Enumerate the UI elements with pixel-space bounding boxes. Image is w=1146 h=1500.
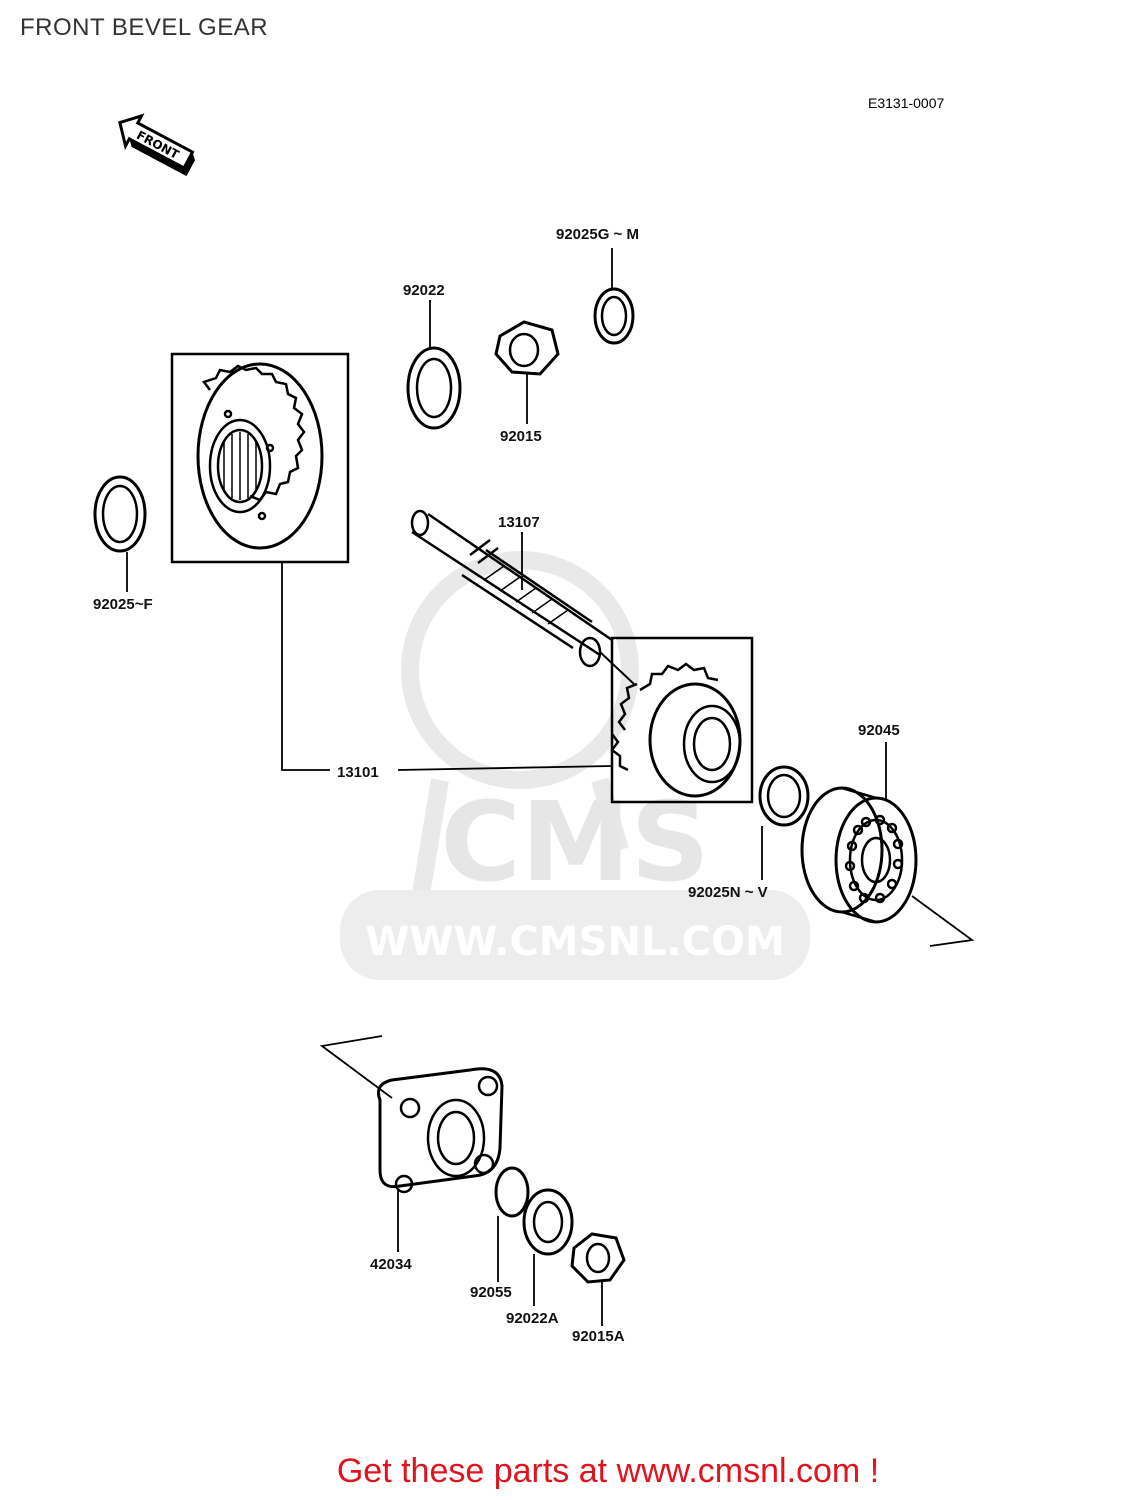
flange-drawing	[377, 1067, 504, 1194]
part-label-92045[interactable]: 92045	[858, 722, 900, 739]
washer-92025f-drawing	[93, 475, 147, 553]
pinion-box-frame	[610, 636, 754, 804]
footer-cta-link[interactable]: Get these parts at www.cmsnl.com !	[0, 1452, 1146, 1491]
leader-lines	[126, 248, 975, 1326]
pinion-gear-drawing	[599, 651, 742, 798]
washer-92022a-drawing	[522, 1188, 574, 1256]
shim-92025n-drawing	[758, 765, 810, 827]
part-label-92025n-v[interactable]: 92025N ~ V	[688, 884, 768, 901]
part-label-13107[interactable]: 13107	[498, 514, 540, 531]
front-arrow-icon: FRONT	[118, 113, 195, 177]
part-label-42034[interactable]: 42034	[370, 1256, 412, 1273]
part-label-92025g-m[interactable]: 92025G ~ M	[556, 226, 639, 243]
ring-gear-drawing	[196, 362, 324, 550]
nut-92015a-drawing	[570, 1232, 626, 1284]
part-label-92025f[interactable]: 92025~F	[93, 596, 153, 613]
watermark-brand: CMS	[440, 778, 709, 906]
washer-92022-drawing	[406, 346, 462, 430]
part-label-92022[interactable]: 92022	[403, 282, 445, 299]
part-label-13101[interactable]: 13101	[337, 764, 379, 781]
gear-box-frame	[170, 352, 350, 564]
part-label-92015[interactable]: 92015	[500, 428, 542, 445]
part-label-92015a[interactable]: 92015A	[572, 1328, 625, 1345]
bearing-drawing	[800, 786, 918, 924]
part-label-92022a[interactable]: 92022A	[506, 1310, 559, 1327]
cms-watermark: CMS WWW.CMSNL.COM	[340, 551, 810, 980]
page-title: FRONT BEVEL GEAR	[20, 14, 269, 41]
washer-92025g-drawing	[593, 287, 635, 345]
watermark-url: WWW.CMSNL.COM	[365, 919, 785, 965]
nut-92015-drawing	[494, 320, 560, 376]
shaft-drawing	[410, 509, 613, 668]
part-label-92055[interactable]: 92055	[470, 1284, 512, 1301]
footer-cta-text[interactable]: Get these parts at www.cmsnl.com !	[336, 1452, 880, 1490]
diagram-code: E3131-0007	[868, 95, 945, 111]
circlip-drawing	[494, 1166, 530, 1218]
